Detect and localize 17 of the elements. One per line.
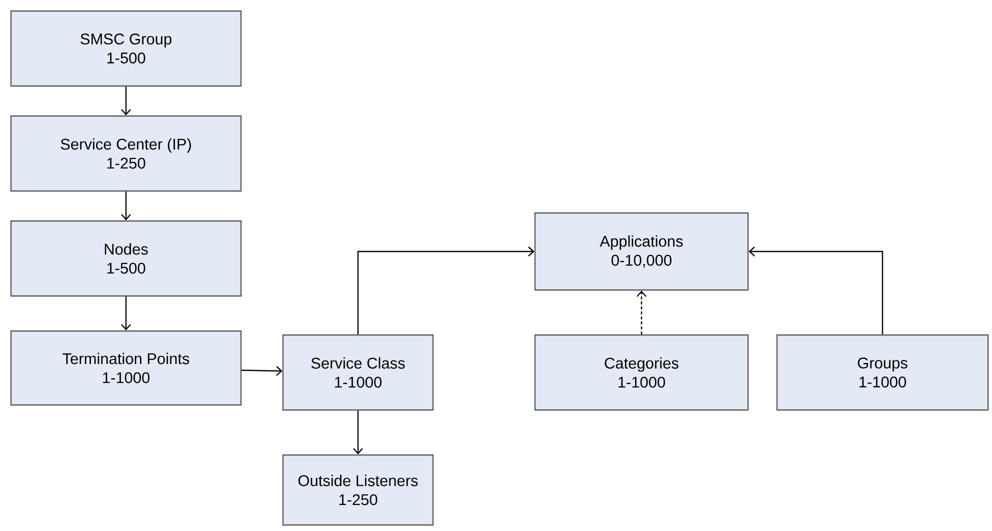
arrow xyxy=(748,246,884,334)
process-box: Categories 1-1000 xyxy=(534,334,749,411)
arrow xyxy=(121,86,131,116)
process-box: Outside Listeners 1-250 xyxy=(282,454,434,526)
process-box: Applications 0-10,000 xyxy=(534,212,749,291)
arrow xyxy=(242,366,282,376)
process-box: Nodes 1-500 xyxy=(10,220,242,297)
process-box: Groups 1-1000 xyxy=(776,334,989,411)
arrow xyxy=(121,192,131,220)
process-box: SMSC Group 1-500 xyxy=(10,10,242,87)
arrow xyxy=(636,290,646,334)
process-box: Service Class 1-1000 xyxy=(282,334,434,411)
arrow xyxy=(121,296,131,330)
arrow xyxy=(353,410,363,454)
process-box: Termination Points 1-1000 xyxy=(10,330,242,406)
process-box: Service Center (IP) 1-250 xyxy=(10,115,242,192)
arrow xyxy=(357,246,534,334)
